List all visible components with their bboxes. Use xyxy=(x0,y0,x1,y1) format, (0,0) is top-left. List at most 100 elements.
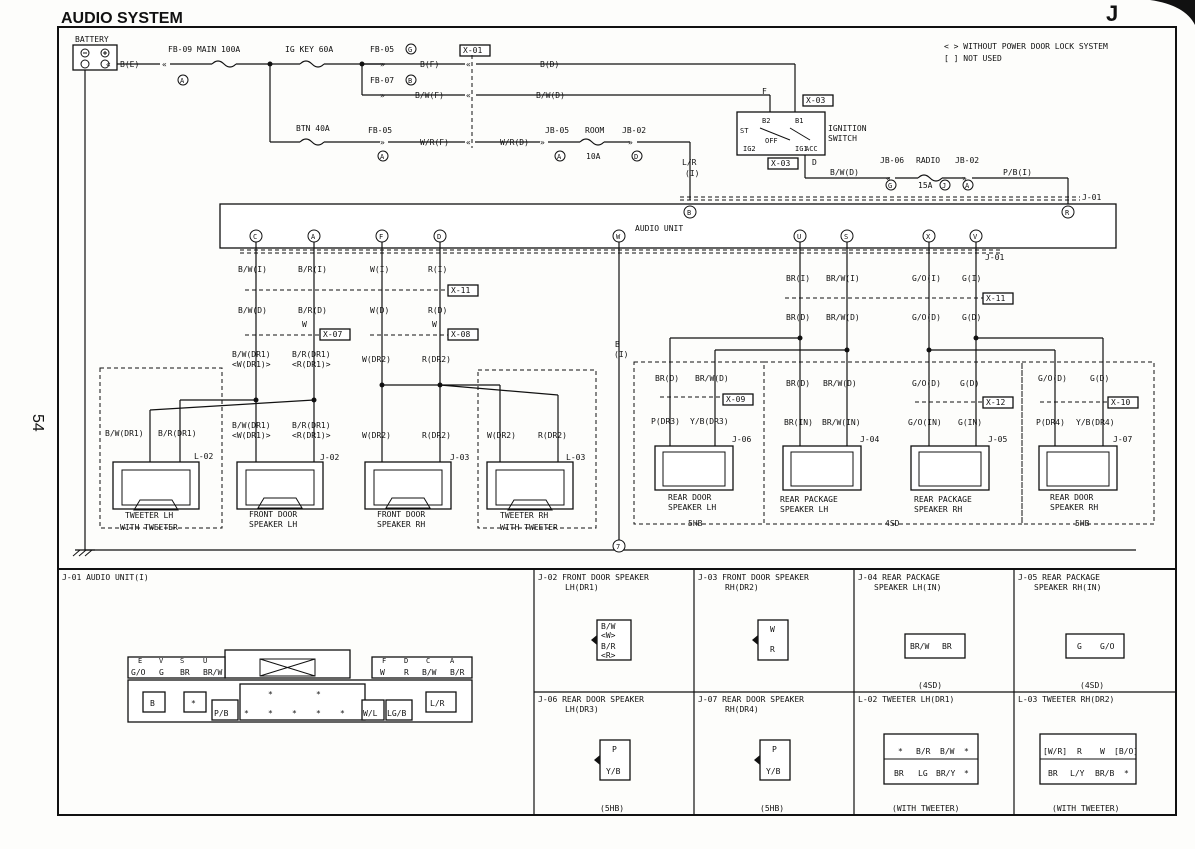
lr-wire: L/R xyxy=(682,158,697,167)
svg-text:FRONT DOOR: FRONT DOOR xyxy=(249,510,297,519)
svg-text:V: V xyxy=(973,233,978,241)
section-letter: J xyxy=(1106,1,1118,26)
svg-text:G/O(D): G/O(D) xyxy=(912,313,941,322)
svg-text:X-09: X-09 xyxy=(726,395,745,404)
svg-text:(4SD): (4SD) xyxy=(918,681,942,690)
legend-line-1: < > WITHOUT POWER DOOR LOCK SYSTEM xyxy=(944,42,1108,51)
svg-text:L-03: L-03 xyxy=(566,453,585,462)
svg-text:»: » xyxy=(628,138,633,147)
svg-text:G(I): G(I) xyxy=(962,274,981,283)
svg-text:B/W: B/W xyxy=(940,747,955,756)
svg-text:L/R: L/R xyxy=(430,699,445,708)
svg-text:B/R: B/R xyxy=(916,747,931,756)
svg-text:J: J xyxy=(942,182,946,190)
radio-fuse-amp: 15A xyxy=(918,181,933,190)
svg-text:B1: B1 xyxy=(795,117,803,125)
svg-text:BR: BR xyxy=(894,769,904,778)
x03-connector-tag xyxy=(802,94,834,107)
svg-text:«: « xyxy=(466,91,471,100)
svg-text:R: R xyxy=(1077,747,1082,756)
svg-text:7: 7 xyxy=(616,543,620,551)
svg-text:BR: BR xyxy=(942,642,952,651)
svg-text:W(D): W(D) xyxy=(370,306,389,315)
svg-text:W: W xyxy=(770,625,775,634)
svg-text:W(DR2): W(DR2) xyxy=(487,431,516,440)
svg-text:X-08: X-08 xyxy=(451,330,470,339)
svg-text:D: D xyxy=(404,657,408,665)
svg-text:WITH TWEETER: WITH TWEETER xyxy=(500,523,558,532)
svg-text:5HB: 5HB xyxy=(688,519,703,528)
svg-text:D: D xyxy=(634,153,638,161)
svg-text:B/R(D): B/R(D) xyxy=(298,306,327,315)
svg-text:REAR PACKAGE: REAR PACKAGE xyxy=(780,495,838,504)
svg-text:W: W xyxy=(302,320,307,329)
svg-text:A: A xyxy=(380,153,385,161)
svg-text:BR/Y: BR/Y xyxy=(936,769,955,778)
speaker-rear-door-rh: J-07 REAR DOOR SPEAKER RH xyxy=(1038,435,1132,512)
svg-text:*: * xyxy=(964,769,969,778)
svg-text:IG1: IG1 xyxy=(795,145,808,153)
svg-text:«: « xyxy=(106,60,111,69)
svg-text:LH(DR3): LH(DR3) xyxy=(565,705,599,714)
svg-text:J-05: J-05 xyxy=(988,435,1007,444)
svg-text:C: C xyxy=(253,233,257,241)
svg-text:P(DR4): P(DR4) xyxy=(1036,418,1065,427)
svg-text:*: * xyxy=(244,709,249,718)
fuse-igkey-label: IG KEY 60A xyxy=(285,45,333,54)
svg-text:W(DR2): W(DR2) xyxy=(362,355,391,364)
svg-text:B/R: B/R xyxy=(601,642,616,651)
speaker-rear-door-lh: J-06 REAR DOOR SPEAKER LH xyxy=(654,435,751,512)
svg-text:L-02 TWEETER LH(DR1): L-02 TWEETER LH(DR1) xyxy=(858,695,954,704)
svg-text:REAR DOOR: REAR DOOR xyxy=(1050,493,1094,502)
svg-text:B/W: B/W xyxy=(601,622,616,631)
svg-text:B/R(DR1): B/R(DR1) xyxy=(158,429,197,438)
battery-label: BATTERY xyxy=(75,35,109,44)
rear-5hb-rh-group xyxy=(1021,361,1155,525)
svg-text:WITH TWEETER: WITH TWEETER xyxy=(120,523,178,532)
svg-text:BR: BR xyxy=(1048,769,1058,778)
svg-text:LG: LG xyxy=(918,769,928,778)
svg-text:SPEAKER LH: SPEAKER LH xyxy=(249,520,297,529)
svg-text:G(D): G(D) xyxy=(960,379,979,388)
svg-text:R(I): R(I) xyxy=(428,265,447,274)
svg-text:X-11: X-11 xyxy=(986,294,1005,303)
svg-text:X-03: X-03 xyxy=(806,96,825,105)
svg-text:»: » xyxy=(380,138,385,147)
svg-text:W: W xyxy=(432,320,437,329)
svg-text:F: F xyxy=(762,87,767,96)
jb06-label: JB-06 xyxy=(880,156,904,165)
speaker-tweeter-rh: L-03 TWEETER RH xyxy=(486,453,585,520)
svg-text:B/W(D): B/W(D) xyxy=(238,306,267,315)
svg-text:G: G xyxy=(408,46,412,54)
svg-text:BR/W(IN): BR/W(IN) xyxy=(822,418,861,427)
svg-text:A: A xyxy=(311,233,316,241)
svg-text:SPEAKER RH: SPEAKER RH xyxy=(377,520,425,529)
page-number: 54 xyxy=(29,414,46,432)
svg-text:G/O: G/O xyxy=(131,668,146,677)
svg-text:*: * xyxy=(316,690,321,699)
svg-text:BR/W: BR/W xyxy=(910,642,929,651)
svg-text:J-02: J-02 xyxy=(320,453,339,462)
svg-text:X-11: X-11 xyxy=(451,286,470,295)
svg-text:G/O(D): G/O(D) xyxy=(1038,374,1067,383)
svg-text:4SD: 4SD xyxy=(885,519,900,528)
svg-text:A: A xyxy=(450,657,455,665)
svg-text:J-01: J-01 xyxy=(1082,193,1101,202)
svg-text:R: R xyxy=(770,645,775,654)
svg-text:B/R(I): B/R(I) xyxy=(298,265,327,274)
svg-text:J-04: J-04 xyxy=(860,435,879,444)
svg-text:BR(IN): BR(IN) xyxy=(784,418,813,427)
connector-j02: J-02 FRONT DOOR SPEAKER LH(DR1) B/W <W> … xyxy=(538,573,649,661)
svg-text:U: U xyxy=(797,233,801,241)
svg-text:TWEETER RH: TWEETER RH xyxy=(500,511,548,520)
svg-text:W: W xyxy=(1100,747,1105,756)
svg-text:«: « xyxy=(466,138,471,147)
wire-bf: B(F) xyxy=(420,60,439,69)
front-wiring: B/W(I) B/R(I) W(I) R(I) X-11 B/W(D) B/R(… xyxy=(105,242,628,553)
jb02b-label: JB-02 xyxy=(955,156,979,165)
svg-text:L-03 TWEETER RH(DR2): L-03 TWEETER RH(DR2) xyxy=(1018,695,1114,704)
svg-text:RH(DR4): RH(DR4) xyxy=(725,705,759,714)
svg-text:BR(D): BR(D) xyxy=(786,313,810,322)
svg-text:RH(DR2): RH(DR2) xyxy=(725,583,759,592)
